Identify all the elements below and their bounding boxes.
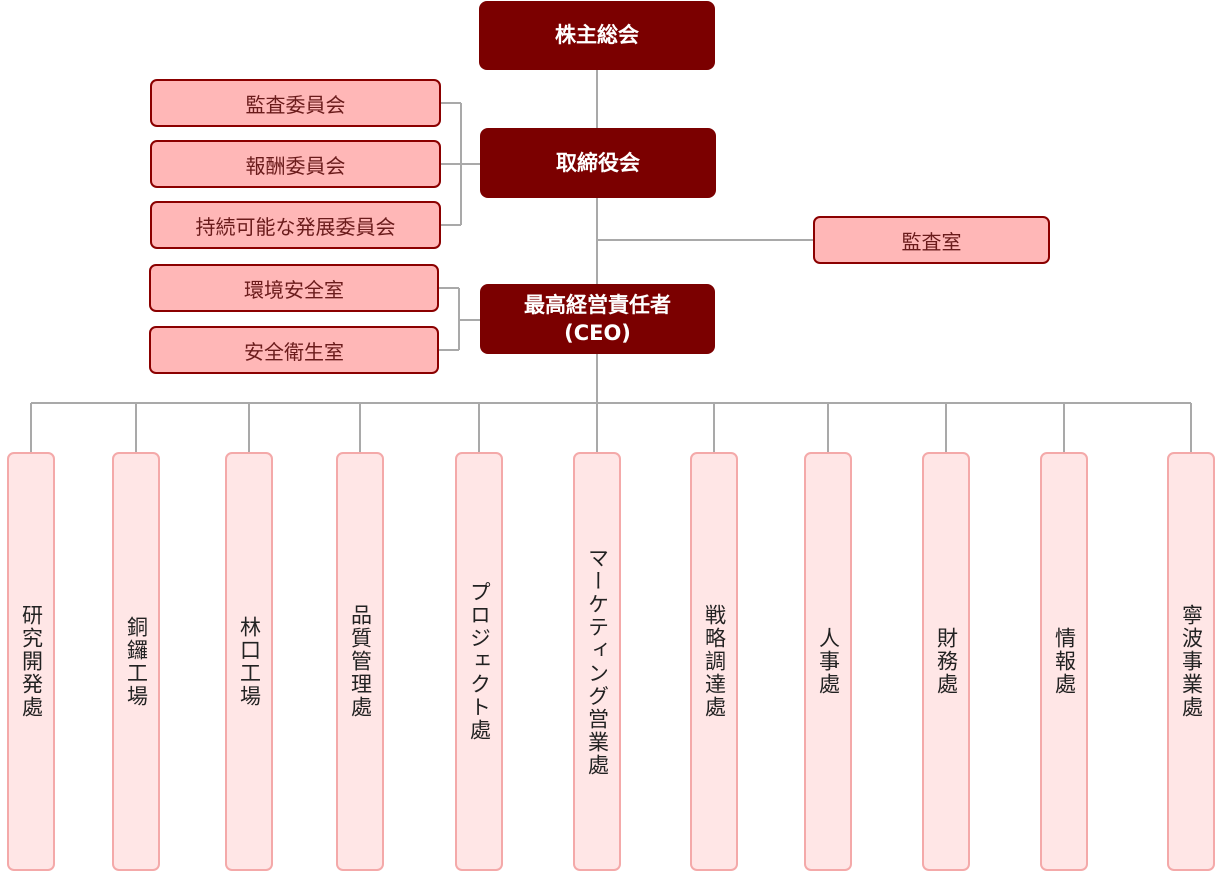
ceo-label-line2: (CEO) — [564, 321, 631, 345]
department-box: 品質管理處 — [336, 452, 384, 871]
department-box: 研究開発處 — [7, 452, 55, 871]
occupational-safety-office-box: 安全衛生室 — [149, 326, 439, 374]
board-of-directors-label: 取締役会 — [556, 150, 640, 175]
department-box: 財務處 — [922, 452, 970, 871]
department-label: 品質管理處 — [348, 604, 373, 719]
department-box: 人事處 — [804, 452, 852, 871]
department-label: 財務處 — [934, 627, 959, 696]
sustainability-committee-box: 持続可能な発展委員会 — [150, 201, 441, 249]
environmental-safety-office-label: 環境安全室 — [244, 277, 344, 302]
department-box: 戦略調達處 — [690, 452, 738, 871]
department-box: 銅鑼工場 — [112, 452, 160, 871]
occupational-safety-office-label: 安全衛生室 — [244, 339, 344, 364]
department-box: マーケティング営業處 — [573, 452, 621, 871]
department-label: 情報處 — [1052, 627, 1077, 696]
department-label: 研究開発處 — [19, 604, 44, 719]
department-label: 銅鑼工場 — [124, 615, 149, 708]
audit-committee-box: 監査委員会 — [150, 79, 441, 127]
department-box: プロジェクト處 — [455, 452, 503, 871]
department-box: 寧波事業處 — [1167, 452, 1215, 871]
department-box: 林口工場 — [225, 452, 273, 871]
board-of-directors-box: 取締役会 — [480, 128, 716, 198]
sustainability-committee-label: 持続可能な発展委員会 — [195, 214, 396, 239]
audit-office-box: 監査室 — [813, 216, 1050, 264]
audit-committee-label: 監査委員会 — [245, 92, 346, 117]
shareholders-meeting-label: 株主総会 — [555, 23, 639, 48]
department-label: 人事處 — [816, 627, 841, 696]
department-label: 戦略調達處 — [702, 604, 727, 719]
compensation-committee-box: 報酬委員会 — [150, 140, 441, 188]
department-label: 寧波事業處 — [1179, 604, 1204, 719]
department-box: 情報處 — [1040, 452, 1088, 871]
department-label: マーケティング営業處 — [585, 546, 610, 777]
compensation-committee-label: 報酬委員会 — [245, 153, 346, 178]
department-label: プロジェクト處 — [467, 581, 492, 742]
environmental-safety-office-box: 環境安全室 — [149, 264, 439, 312]
department-label: 林口工場 — [237, 615, 262, 708]
audit-office-label: 監査室 — [901, 229, 962, 254]
ceo-label-line1: 最高経営責任者 — [524, 292, 671, 317]
shareholders-meeting-box: 株主総会 — [479, 1, 715, 70]
ceo-box: 最高経営責任者 (CEO) — [480, 284, 715, 354]
